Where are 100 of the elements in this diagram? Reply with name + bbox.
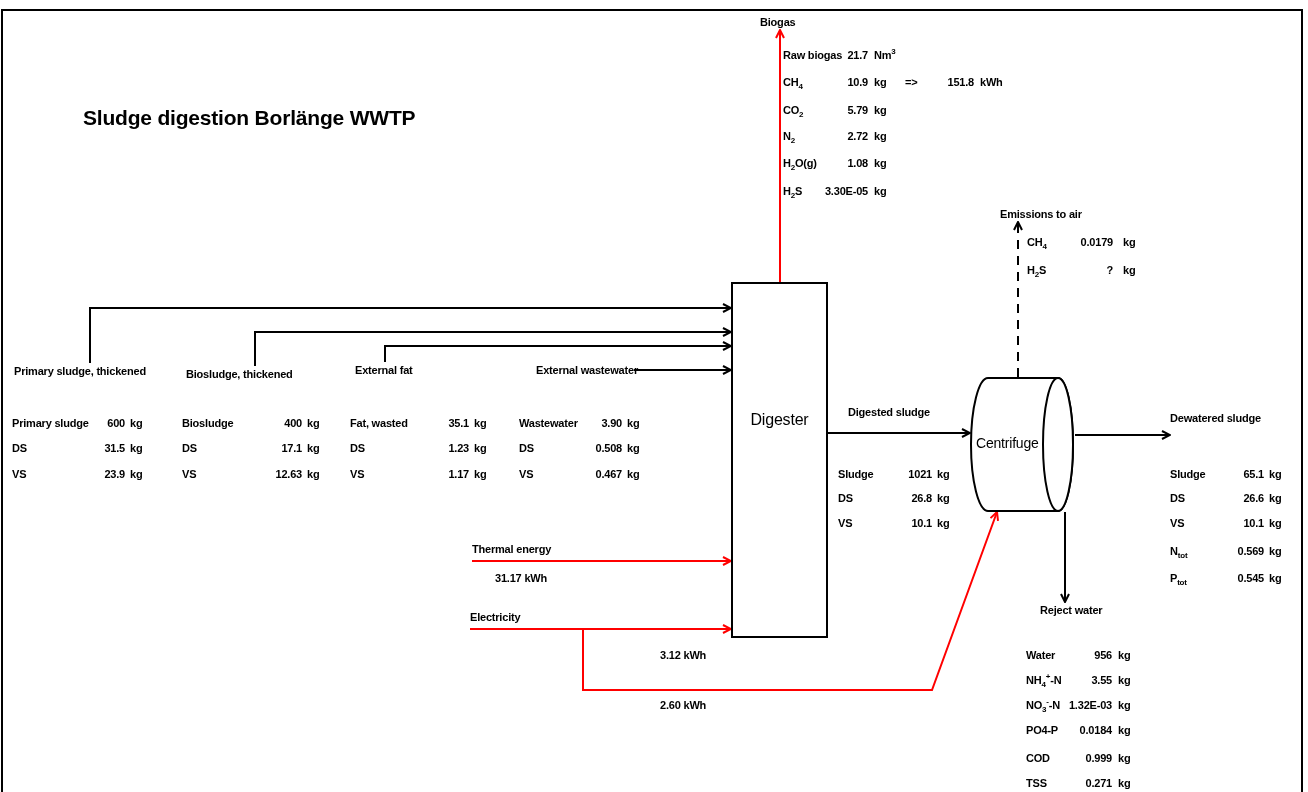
data-text: CO$_{2}$ <box>783 103 804 118</box>
data-text: 3.30E-05 <box>824 184 868 199</box>
data-text: kg <box>1269 491 1282 506</box>
data-text: kg <box>307 416 320 431</box>
data-text: 17.1 <box>281 441 302 456</box>
data-text: kg <box>1118 673 1131 688</box>
data-text: 10.9 <box>847 75 868 90</box>
data-text: 0.569 <box>1237 544 1264 559</box>
edge-label: 31.17 kWh <box>495 571 547 586</box>
data-text: VS <box>12 467 27 482</box>
arrow <box>1060 511 1070 603</box>
data-text: kg <box>874 156 887 171</box>
data-text: 0.999 <box>1085 751 1112 766</box>
arrow <box>469 511 999 691</box>
data-text: VS <box>519 467 534 482</box>
edge-label: 2.60 kWh <box>660 698 707 713</box>
data-text: DS <box>182 441 197 456</box>
data-text: 400 <box>284 416 302 431</box>
stream-label: Thermal energy <box>472 541 560 557</box>
data-text: 0.0184 <box>1079 723 1112 738</box>
data-text: Biosludge <box>182 416 234 431</box>
stream-label: Biosludge, thickened <box>186 366 290 382</box>
data-text: 23.9 <box>104 467 125 482</box>
stream-label: Dewatered sludge <box>1170 410 1274 426</box>
data-text: 21.7 <box>847 48 868 63</box>
stream-label: Emissions to air <box>1000 206 1080 222</box>
data-text: => <box>905 75 918 90</box>
data-text: 31.5 <box>104 441 125 456</box>
data-text: kg <box>627 441 640 456</box>
data-text: 26.8 <box>911 491 932 506</box>
data-text: VS <box>838 516 853 531</box>
data-text: kg <box>474 441 487 456</box>
data-text: P$_{tot}$ <box>1170 571 1187 586</box>
data-text: kg <box>130 416 143 431</box>
data-text: N$_{2}$ <box>783 129 795 144</box>
data-text: 1.17 <box>448 467 469 482</box>
data-text: Raw biogas <box>783 48 843 63</box>
data-text: Sludge <box>838 467 874 482</box>
data-text: kg <box>1269 467 1282 482</box>
data-text: NO$_{3}$$^{-}$-N <box>1026 697 1061 713</box>
stream-label: Reject water <box>1040 602 1106 618</box>
arrow <box>384 341 732 363</box>
data-text: 1.08 <box>847 156 868 171</box>
data-text: kg <box>130 441 143 456</box>
data-text: kg <box>627 416 640 431</box>
data-text: VS <box>350 467 365 482</box>
data-text: VS <box>1170 516 1185 531</box>
data-text: H$_{2}$S <box>1027 263 1047 278</box>
data-text: kg <box>937 467 950 482</box>
data-text: 1.32E-03 <box>1068 698 1112 713</box>
data-text: 1021 <box>908 467 932 482</box>
data-text: kg <box>1118 723 1131 738</box>
data-text: CH$_{4}$ <box>783 75 803 90</box>
stream-label: External fat <box>355 362 415 378</box>
data-text: kg <box>474 467 487 482</box>
data-text: TSS <box>1026 776 1047 791</box>
data-text: kg <box>474 416 487 431</box>
data-text: kg <box>874 184 887 199</box>
arrow <box>254 327 732 367</box>
data-text: Sludge <box>1170 467 1206 482</box>
data-text: NH$_{4}$$^{+}$-N <box>1026 672 1062 688</box>
arrow <box>1013 221 1023 378</box>
data-text: kg <box>627 467 640 482</box>
data-text: VS <box>182 467 197 482</box>
data-text: DS <box>350 441 365 456</box>
data-text: Primary sludge <box>12 416 89 431</box>
arrow <box>89 303 732 364</box>
data-text: kg <box>937 491 950 506</box>
data-text: COD <box>1026 751 1050 766</box>
data-text: kg <box>307 441 320 456</box>
data-text: 0.508 <box>595 441 622 456</box>
data-text: 5.79 <box>847 103 868 118</box>
data-text: kg <box>1269 544 1282 559</box>
digester-box: Digester <box>731 282 828 638</box>
data-text: 2.72 <box>847 129 868 144</box>
data-text: N$_{tot}$ <box>1170 544 1188 559</box>
data-text: kg <box>1123 263 1136 278</box>
data-text: 1.23 <box>448 441 469 456</box>
arrow <box>775 29 785 283</box>
data-text: kg <box>1118 648 1131 663</box>
data-text: kg <box>1269 516 1282 531</box>
data-text: DS <box>838 491 853 506</box>
data-text: H$_{2}$O(g) <box>783 156 817 171</box>
data-text: kg <box>874 129 887 144</box>
arrow <box>1074 430 1171 440</box>
data-text: kg <box>1123 235 1136 250</box>
data-text: kg <box>1118 698 1131 713</box>
data-text: kg <box>130 467 143 482</box>
data-text: 35.1 <box>448 416 469 431</box>
data-text: 10.1 <box>911 516 932 531</box>
data-text: 65.1 <box>1243 467 1264 482</box>
data-text: Fat, wasted <box>350 416 408 431</box>
edge-label: Digested sludge <box>848 405 930 420</box>
diagram-title: Sludge digestion Borlänge WWTP <box>83 105 416 131</box>
data-text: 151.8 <box>947 75 974 90</box>
edge-label: 3.12 kWh <box>660 648 707 663</box>
data-text: 10.1 <box>1243 516 1264 531</box>
data-text: DS <box>519 441 534 456</box>
data-text: 0.467 <box>595 467 622 482</box>
data-text: kg <box>937 516 950 531</box>
